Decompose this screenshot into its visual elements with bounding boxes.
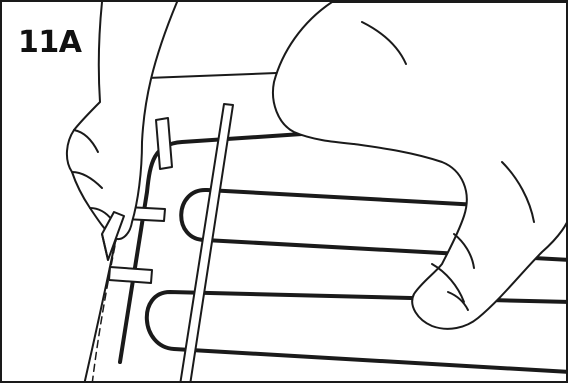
right-hand [273, 2, 568, 329]
step-label: 11A [18, 28, 81, 58]
tape-strip [180, 104, 233, 383]
